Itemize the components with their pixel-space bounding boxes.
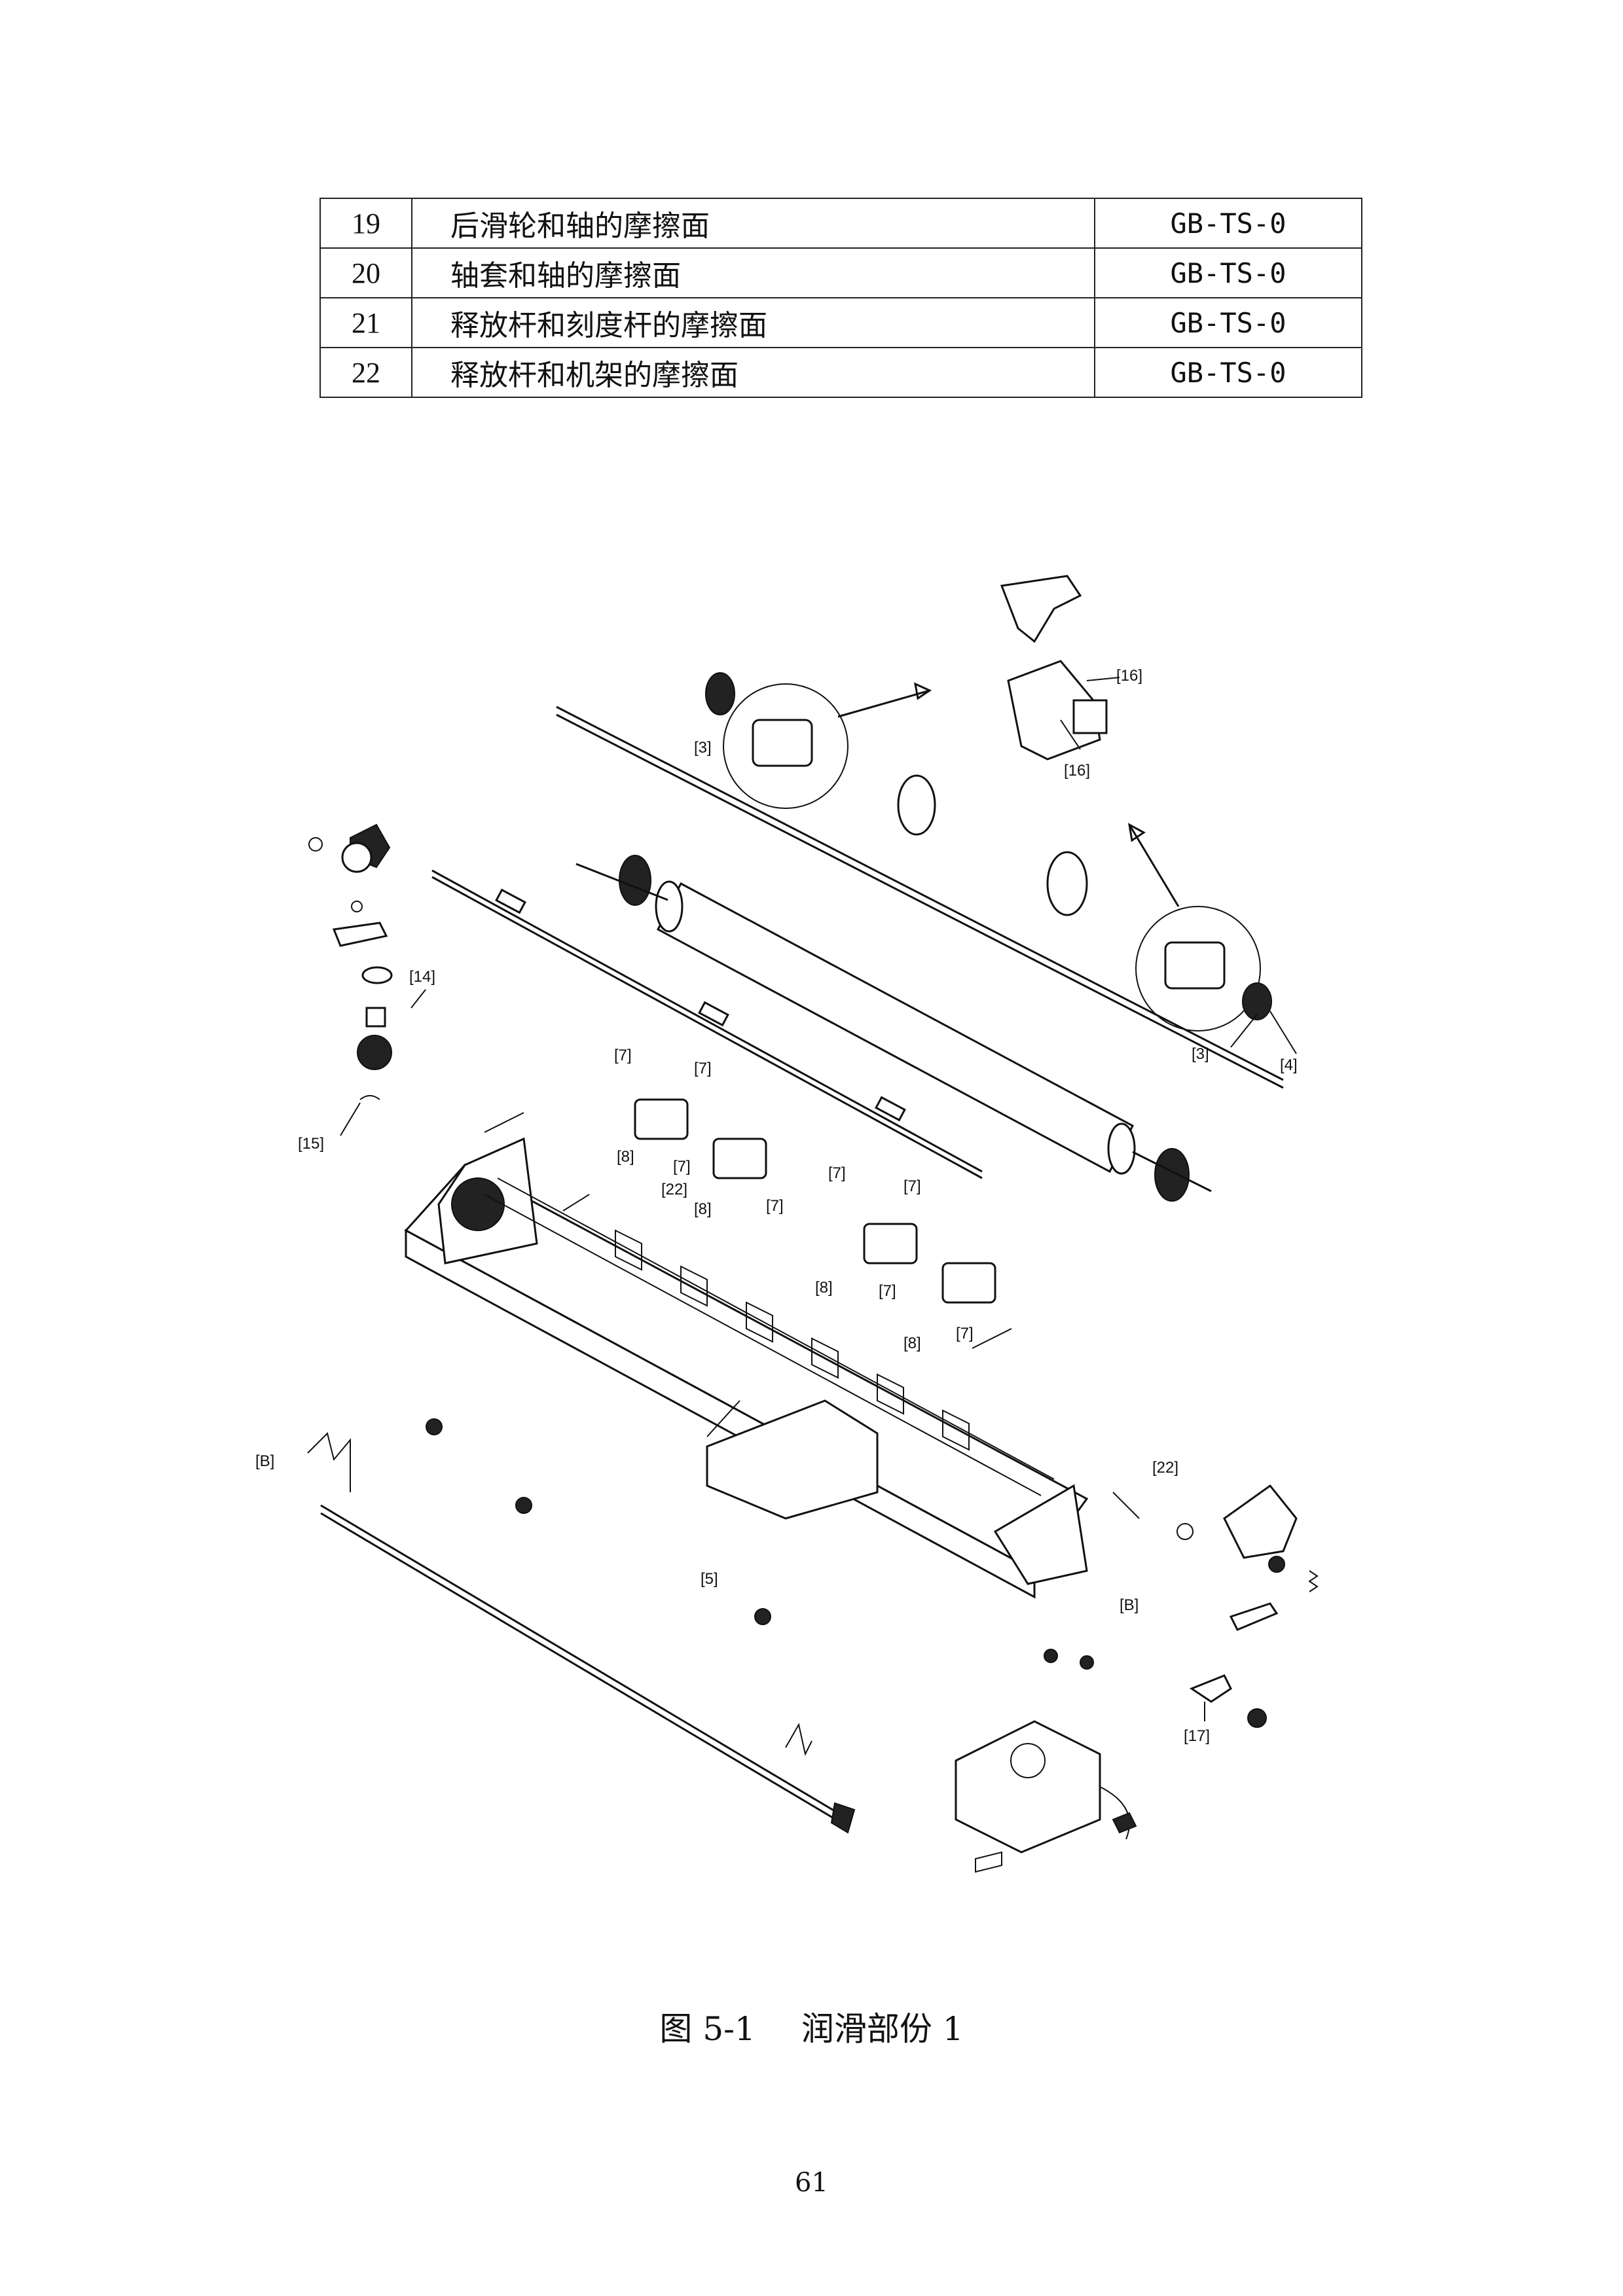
pressure-roller-assemblies [484, 1098, 1012, 1349]
exploded-view-diagram: [3] [16] [16] [14] [15] [3] [4] [7] [7] … [255, 575, 1319, 1873]
leader-lines [562, 677, 1297, 1721]
diagram-label: [7] [614, 1047, 632, 1064]
diagram-label: [3] [694, 739, 712, 757]
diagram-label: [22] [1152, 1459, 1178, 1477]
diagram-label: [8] [815, 1279, 833, 1297]
fasteners [426, 1418, 1285, 1670]
carriage-shaft [307, 1432, 856, 1834]
diagram-label: [14] [409, 968, 435, 986]
grease-type: GB-TS-0 [1094, 247, 1362, 298]
diagram-label: [15] [298, 1135, 324, 1153]
diagram-label: [22] [661, 1181, 687, 1198]
figure-number: 图 5-1 [659, 2010, 756, 2048]
table-row: 22 释放杆和机架的摩擦面 GB-TS-0 [319, 347, 1362, 398]
diagram-label: [3] [1192, 1045, 1209, 1063]
middle-shaft [431, 869, 983, 1179]
diagram-label: [7] [766, 1197, 784, 1215]
diagram-label: [B] [1120, 1596, 1139, 1614]
lubrication-point: 后滑轮和轴的摩擦面 [411, 198, 1095, 249]
diagram-label: [7] [879, 1282, 896, 1300]
grease-type: GB-TS-0 [1094, 297, 1362, 348]
lubrication-point: 释放杆和机架的摩擦面 [411, 347, 1095, 398]
figure-caption: 图 5-1 润滑部份 1 [0, 2003, 1623, 2050]
diagram-label: [7] [673, 1158, 691, 1175]
diagram-label: [B] [255, 1452, 274, 1470]
page-number: 61 [795, 2168, 828, 2198]
row-number: 22 [319, 347, 412, 398]
lubrication-point: 轴套和轴的摩擦面 [411, 247, 1095, 298]
diagram-label: [16] [1116, 667, 1142, 685]
diagram-label: [7] [956, 1325, 974, 1342]
figure-title: 润滑部份 1 [801, 2010, 964, 2048]
grease-type: GB-TS-0 [1094, 198, 1362, 249]
grease-type: GB-TS-0 [1094, 347, 1362, 398]
diagram-label: [5] [701, 1570, 718, 1588]
printer-frame [404, 1137, 1089, 1599]
diagram-label: [17] [1184, 1727, 1210, 1745]
lubrication-table: 19 后滑轮和轴的摩擦面 GB-TS-0 20 轴套和轴的摩擦面 GB-TS-0… [319, 198, 1362, 398]
table-row: 21 释放杆和刻度杆的摩擦面 GB-TS-0 [319, 297, 1362, 348]
right-side-parts [1176, 1484, 1319, 1728]
row-number: 19 [319, 198, 412, 249]
diagram-label: [8] [903, 1335, 921, 1352]
lubrication-point: 释放杆和刻度杆的摩擦面 [411, 297, 1095, 348]
diagram-label: [8] [617, 1148, 634, 1166]
row-number: 21 [319, 297, 412, 348]
platen-roller [575, 855, 1212, 1202]
diagram-label: [4] [1280, 1056, 1298, 1074]
diagram-label: [8] [694, 1200, 712, 1218]
diagram-label: [7] [903, 1177, 921, 1195]
motor-unit [955, 1720, 1137, 1873]
diagram-label: [7] [828, 1164, 846, 1182]
table-row: 19 后滑轮和轴的摩擦面 GB-TS-0 [319, 198, 1362, 249]
diagram-label: [16] [1064, 762, 1090, 780]
release-lever-detail [1000, 575, 1108, 761]
left-gear-stack [308, 823, 426, 1136]
diagram-label: [7] [694, 1060, 712, 1077]
row-number: 20 [319, 247, 412, 298]
upper-roller-shaft [556, 672, 1284, 1089]
table-row: 20 轴套和轴的摩擦面 GB-TS-0 [319, 247, 1362, 298]
